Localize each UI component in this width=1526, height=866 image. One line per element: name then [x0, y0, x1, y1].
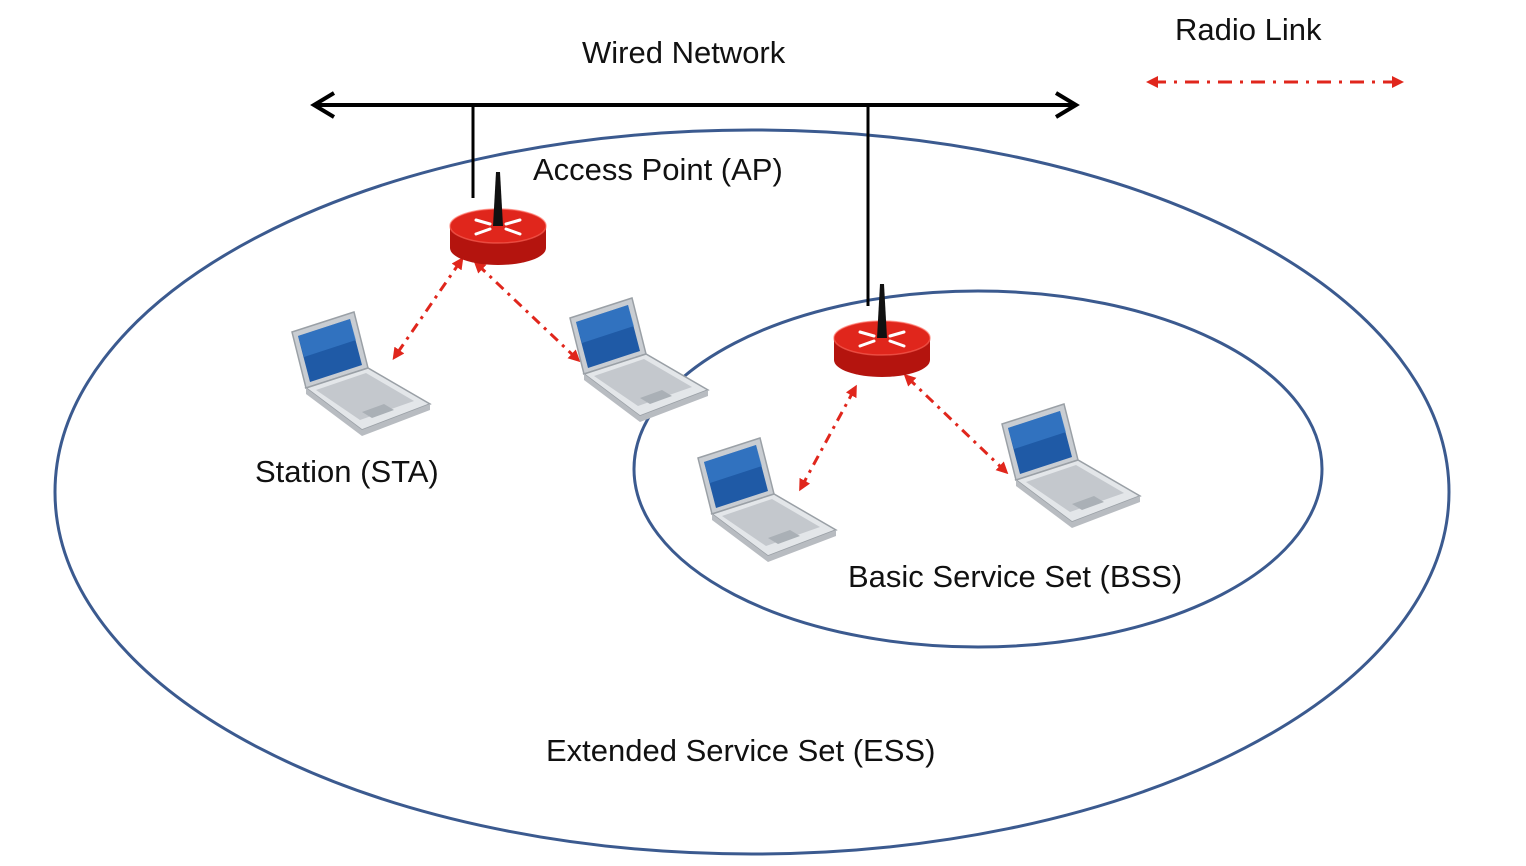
radio-link-ap1-sta2 — [473, 260, 581, 363]
ess-boundary — [53, 128, 1451, 856]
radio-link-ap1-sta1 — [392, 257, 464, 360]
bss-boundary — [632, 289, 1324, 649]
access-point-label: Access Point (AP) — [533, 152, 783, 187]
radio-link-legend-label: Radio Link — [1175, 12, 1322, 47]
laptop-icon — [697, 437, 837, 563]
ess-label: Extended Service Set (ESS) — [546, 733, 936, 768]
wired-backbone — [310, 91, 1080, 119]
router-icon — [448, 170, 548, 267]
radio-link-ap2-sta4 — [903, 373, 1009, 475]
laptop-icon — [569, 297, 709, 423]
laptop-icon — [291, 311, 431, 437]
laptop-icon — [1001, 403, 1141, 529]
bss-label: Basic Service Set (BSS) — [848, 559, 1183, 594]
router-icon — [832, 282, 932, 379]
radio-link-ap2-sta3 — [799, 384, 857, 492]
station-label: Station (STA) — [255, 454, 439, 489]
wired-network-label: Wired Network — [582, 35, 786, 70]
